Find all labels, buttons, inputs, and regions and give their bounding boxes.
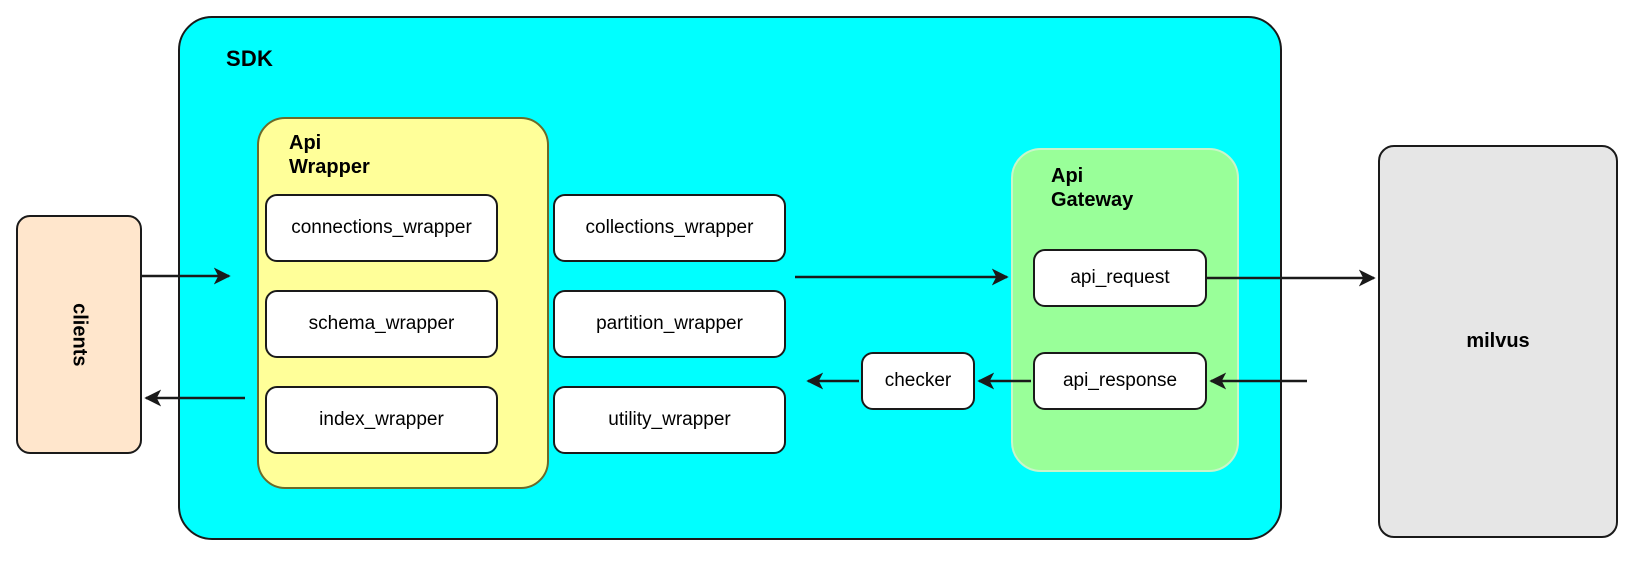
api-gateway-title: Api Gateway (1051, 165, 1134, 212)
node-checker[interactable]: checker (861, 352, 975, 410)
clients-box[interactable]: clients (16, 215, 142, 454)
node-collections-wrapper[interactable]: collections_wrapper (553, 194, 786, 262)
node-api-response[interactable]: api_response (1033, 352, 1207, 410)
api-wrapper-title: Api Wrapper (289, 132, 370, 179)
node-connections-wrapper[interactable]: connections_wrapper (265, 194, 498, 262)
node-schema-wrapper[interactable]: schema_wrapper (265, 290, 498, 358)
node-partition-wrapper[interactable]: partition_wrapper (553, 290, 786, 358)
milvus-label: milvus (1466, 329, 1530, 352)
node-index-wrapper[interactable]: index_wrapper (265, 386, 498, 454)
milvus-box[interactable]: milvus (1378, 145, 1618, 538)
clients-label: clients (68, 302, 91, 367)
node-utility-wrapper[interactable]: utility_wrapper (553, 386, 786, 454)
api-gateway-container[interactable]: Api Gateway (1011, 148, 1239, 472)
node-api-request[interactable]: api_request (1033, 249, 1207, 307)
sdk-title: SDK (226, 46, 274, 71)
